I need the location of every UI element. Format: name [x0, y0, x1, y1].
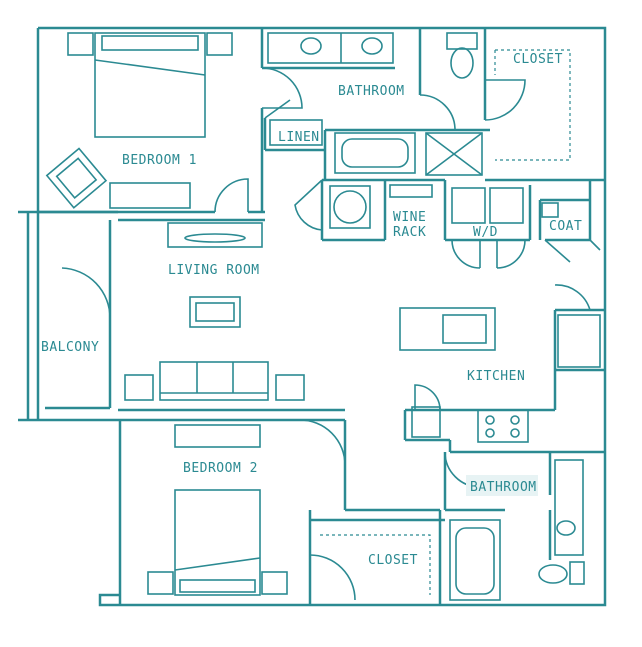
bathtub-top [334, 132, 416, 174]
linen-closet [269, 119, 323, 146]
sink-left [300, 37, 322, 55]
armchair-1 [45, 147, 108, 209]
coat-door [544, 239, 601, 263]
nightstand-2a [147, 571, 174, 595]
closet-top-rail [495, 49, 571, 161]
label-wine: WINE [393, 210, 426, 225]
bathtub-top-basin [341, 138, 409, 168]
sink-bottom [556, 520, 576, 536]
coffee-table [189, 296, 241, 328]
nightstand-1b [206, 32, 233, 56]
wd-doors [451, 239, 526, 269]
label-bathroom-top: BATHROOM [338, 84, 405, 99]
sofa [159, 361, 269, 401]
room-labels: BEDROOM 1 BATHROOM CLOSET LINEN WINE RAC… [41, 52, 582, 568]
closet-bottom-rail [320, 534, 431, 595]
tv-console [167, 222, 263, 248]
stove [477, 409, 529, 443]
label-balcony: BALCONY [41, 340, 99, 355]
dresser-1 [109, 182, 191, 209]
bed-2 [174, 489, 261, 596]
kitchen-island [399, 307, 496, 351]
island-sink [442, 314, 487, 344]
sink-right [361, 37, 383, 55]
refrigerator [557, 314, 601, 368]
toilet-tank-bottom [569, 561, 585, 585]
label-bedroom-1: BEDROOM 1 [122, 153, 197, 168]
dresser-2 [174, 424, 261, 448]
label-kitchen: KITCHEN [467, 369, 525, 384]
label-coat: COAT [549, 219, 582, 234]
bathroom-bottom-highlight [466, 475, 538, 496]
end-table-right [275, 374, 305, 401]
nightstand-2b [261, 571, 288, 595]
wine-rack [389, 184, 433, 198]
label-rack: RACK [393, 225, 426, 240]
washer [451, 187, 486, 224]
bed-2-pillows [179, 579, 256, 593]
bed-1-sheet [94, 59, 206, 76]
coat-shelf [541, 202, 559, 218]
toilet-bowl-top [450, 47, 474, 79]
nightstand-1a [67, 32, 94, 56]
toilet-tank-top [446, 32, 478, 50]
toilet-bowl-bottom [538, 564, 568, 584]
tv [184, 233, 246, 243]
label-bathroom-bottom: BATHROOM [470, 480, 537, 495]
bed-1 [94, 32, 206, 138]
bathroom-bottom-walls [445, 452, 552, 560]
water-heater-closet [329, 185, 371, 229]
outer-walls [18, 26, 607, 607]
bed-1-pillows [101, 35, 199, 51]
label-living-room: LIVING ROOM [168, 263, 260, 278]
bedroom-1-walls [38, 28, 265, 214]
vanity-top [267, 32, 394, 64]
end-table-left [124, 374, 154, 401]
laundry-walls [443, 180, 592, 242]
bathroom-top-walls [262, 28, 605, 242]
bathtub-bottom-basin [455, 527, 495, 595]
label-bedroom-2: BEDROOM 2 [183, 461, 258, 476]
vanity-bottom [554, 459, 584, 556]
label-closet-bottom: CLOSET [368, 553, 418, 568]
water-heater [333, 190, 367, 224]
label-linen: LINEN [278, 130, 320, 145]
label-closet-top: CLOSET [513, 52, 563, 67]
living-walls [118, 218, 345, 422]
bed-2-sheet [174, 557, 261, 571]
bedroom-2-walls [308, 420, 447, 605]
dryer [489, 187, 524, 224]
shower [425, 132, 483, 176]
label-wd: W/D [473, 225, 498, 240]
bathtub-bottom [449, 519, 501, 601]
